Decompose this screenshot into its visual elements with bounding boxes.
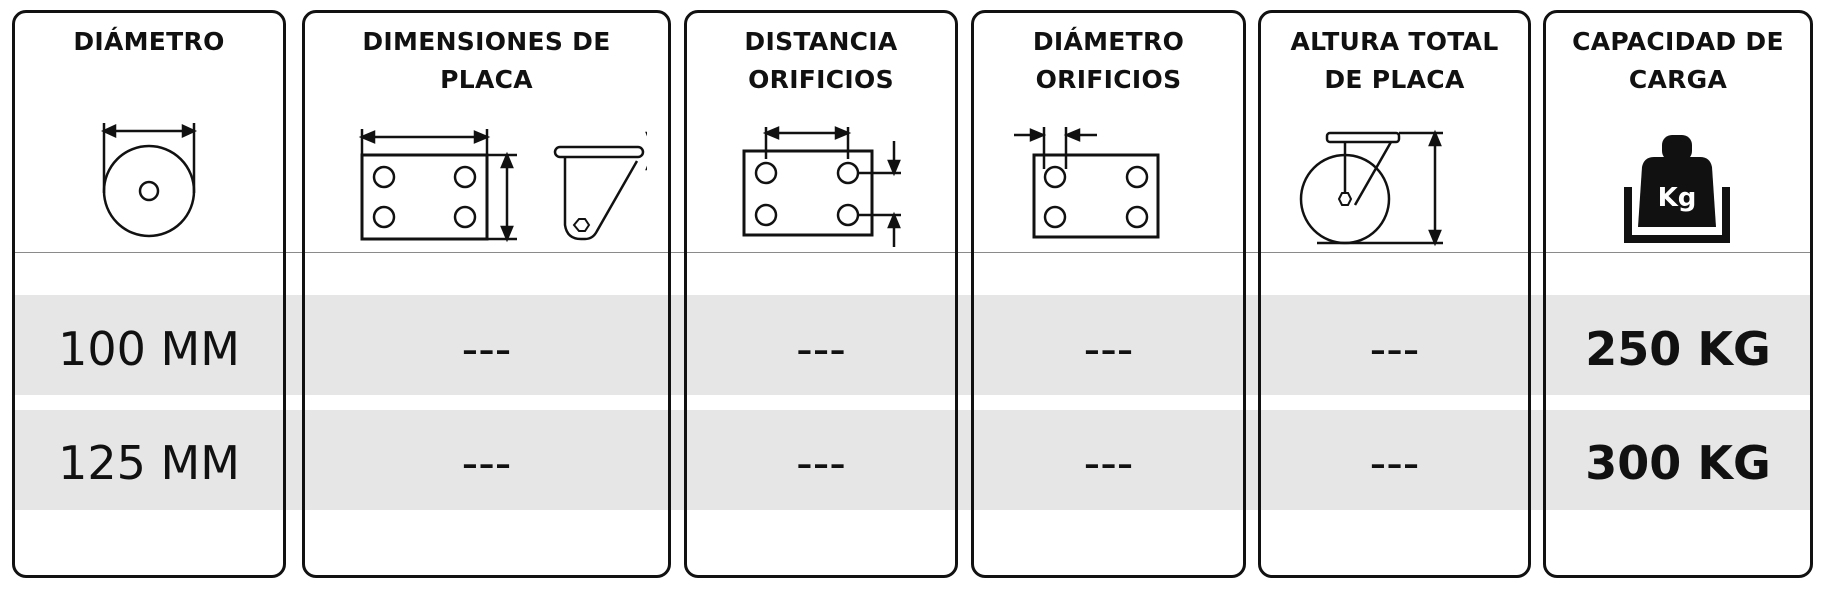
cell-plate-dimensions-row1: --- [461, 322, 512, 376]
column-header: ALTURA TOTAL DE PLACA [1290, 27, 1499, 94]
cell-diameter-row1: 100 MM [58, 322, 240, 376]
row-band-1 [14, 295, 1812, 395]
wheel-diameter-icon [15, 103, 283, 253]
cell-total-height-row2: --- [1369, 436, 1420, 490]
hole-spacing-icon [687, 103, 955, 253]
cell-hole-diameter-row2: --- [1083, 436, 1134, 490]
cell-hole-diameter-row1: --- [1083, 322, 1134, 376]
cell-diameter-row2: 125 MM [58, 436, 240, 490]
cell-total-height-row1: --- [1369, 322, 1420, 376]
cell-hole-spacing-row1: --- [796, 322, 846, 376]
cell-hole-spacing-row2: --- [796, 436, 846, 490]
column-header: DISTANCIA ORIFICIOS [744, 27, 898, 94]
column-diametro: DIÁMETRO 100 MM 125 MM [12, 10, 286, 578]
column-header: DIÁMETRO [73, 27, 225, 56]
column-header: DIMENSIONES DE PLACA [362, 27, 611, 94]
row-band-2 [14, 410, 1812, 510]
column-distancia-orificios: DISTANCIA ORIFICIOS --- --- [684, 10, 958, 578]
total-height-icon [1261, 103, 1528, 253]
column-capacidad-carga: CAPACIDAD DE CARGA Kg 250 KG 300 KG [1543, 10, 1813, 578]
plate-dimensions-icon [305, 103, 668, 253]
header-divider [14, 252, 1812, 253]
load-weight-icon: Kg [1546, 103, 1810, 253]
cell-load-capacity-row1: 250 KG [1585, 322, 1771, 376]
column-header: DIÁMETRO ORIFICIOS [1032, 27, 1185, 94]
kg-label: Kg [1658, 183, 1697, 213]
column-altura-total: ALTURA TOTAL DE PLACA --- --- [1258, 10, 1531, 578]
cell-load-capacity-row2: 300 KG [1585, 436, 1771, 490]
hole-diameter-icon [974, 103, 1243, 253]
column-header: CAPACIDAD DE CARGA [1572, 27, 1784, 94]
column-dimensiones-placa: DIMENSIONES DE PLACA [302, 10, 671, 578]
cell-plate-dimensions-row2: --- [461, 436, 512, 490]
column-diametro-orificios: DIÁMETRO ORIFICIOS --- --- [971, 10, 1246, 578]
